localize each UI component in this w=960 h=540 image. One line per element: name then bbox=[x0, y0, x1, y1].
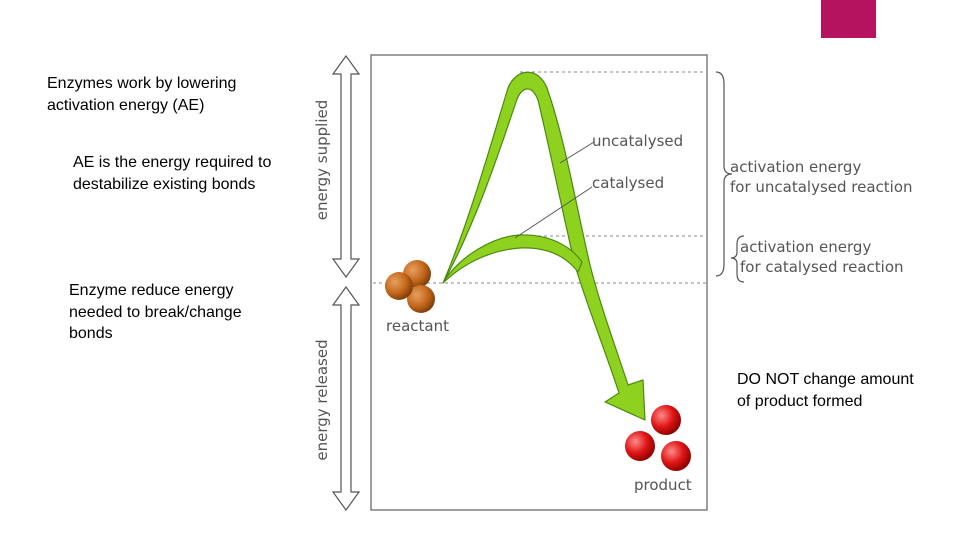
energy-released-arrow bbox=[331, 285, 361, 512]
uncatalysed-leader-line bbox=[559, 141, 595, 164]
catalysed-ae-brace bbox=[730, 235, 745, 283]
uncatalysed-pathway-arrow bbox=[442, 71, 646, 421]
product-label: product bbox=[634, 476, 692, 494]
ae-uncatalysed-label-line1: activation energy bbox=[730, 158, 861, 176]
energy-level-lines bbox=[373, 71, 707, 284]
note-ae-definition: AE is the energy required to destabilize… bbox=[73, 154, 272, 193]
product-molecules bbox=[625, 405, 691, 471]
accent-box bbox=[821, 0, 876, 38]
reactant-molecules bbox=[385, 260, 435, 313]
energy-supplied-arrow bbox=[331, 54, 361, 279]
catalysed-label: catalysed bbox=[592, 174, 664, 192]
catalysed-pathway-arrow bbox=[442, 234, 583, 284]
energy-released-label: energy released bbox=[313, 339, 331, 460]
reactant-molecule bbox=[385, 272, 413, 300]
uncatalysed-ae-brace bbox=[715, 71, 733, 277]
product-molecule bbox=[661, 441, 691, 471]
energy-supplied-label: energy supplied bbox=[313, 100, 331, 220]
note-enzymes-lower-ae: Enzymes work by lowering activation ener… bbox=[47, 75, 237, 114]
catalysed-leader-line bbox=[514, 186, 593, 239]
product-molecule bbox=[651, 405, 681, 435]
reactant-label: reactant bbox=[386, 317, 449, 335]
ae-catalysed-label-line1: activation energy bbox=[740, 238, 871, 256]
reactant-molecule bbox=[407, 285, 435, 313]
note-enzyme-reduce-energy: Enzyme reduce energy needed to break/cha… bbox=[69, 282, 242, 342]
ae-uncatalysed-label-line2: for uncatalysed reaction bbox=[730, 178, 913, 196]
ae-catalysed-label-line2: for catalysed reaction bbox=[740, 258, 904, 276]
product-molecule bbox=[625, 431, 655, 461]
diagram-frame bbox=[370, 54, 708, 511]
uncatalysed-label: uncatalysed bbox=[592, 132, 683, 150]
note-product-unchanged: DO NOT change amount of product formed bbox=[737, 371, 914, 410]
